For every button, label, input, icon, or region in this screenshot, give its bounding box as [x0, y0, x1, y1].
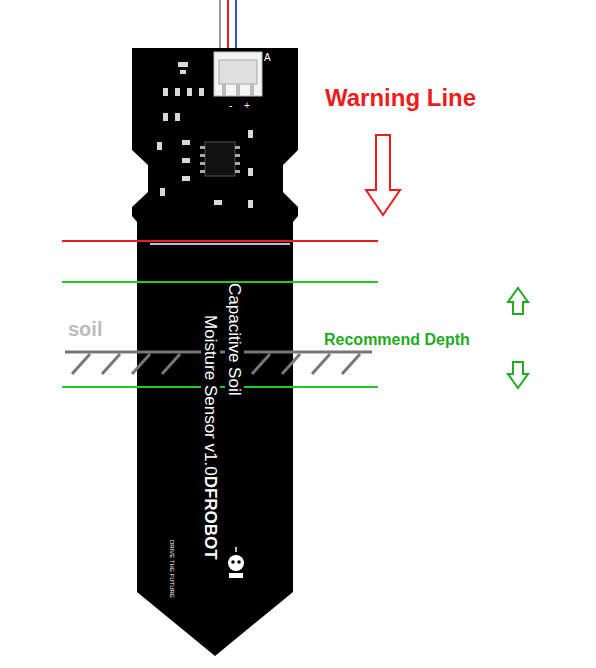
board-model: Moisture Sensor v1.0 [201, 315, 220, 476]
soil-label: soil [68, 318, 102, 341]
robot-logo [228, 547, 244, 578]
slogan: DRIVE THE FUTURE [169, 540, 175, 598]
board-print: Capacitive SoilMoisture Sensor v1.0DFROB… [198, 283, 246, 560]
board-text-line: Capacitive Soil [222, 283, 246, 560]
slogan-print: DRIVE THE FUTURE [166, 540, 184, 598]
warning-arrow [366, 135, 400, 215]
pin-label: + [244, 100, 250, 112]
connector-pin [222, 84, 226, 96]
board-text-line: Moisture Sensor v1.0DFROBOT [198, 283, 222, 560]
depth-line [62, 386, 378, 388]
up-arrow [508, 288, 528, 314]
blue-wire [235, 0, 237, 54]
warning-line [62, 240, 378, 242]
warning-label: Warning Line [325, 84, 476, 112]
down-arrow [508, 362, 528, 388]
pin-label: - [229, 100, 232, 112]
white-wire [219, 0, 221, 54]
brand-name: DFROBOT [201, 476, 220, 560]
board-line [150, 243, 290, 245]
board-title: Capacitive Soil [225, 283, 244, 395]
red-wire [227, 0, 229, 54]
chip-pins [200, 146, 240, 173]
chip [205, 142, 235, 176]
depth-label: Recommend Depth [324, 331, 470, 349]
connector-pin-label: A [264, 52, 271, 64]
connector-pin [236, 84, 240, 96]
connector-pin [250, 84, 254, 96]
connector [214, 52, 262, 96]
smd-parts [157, 62, 253, 208]
connector-body [219, 60, 257, 84]
depth-line [62, 281, 378, 283]
